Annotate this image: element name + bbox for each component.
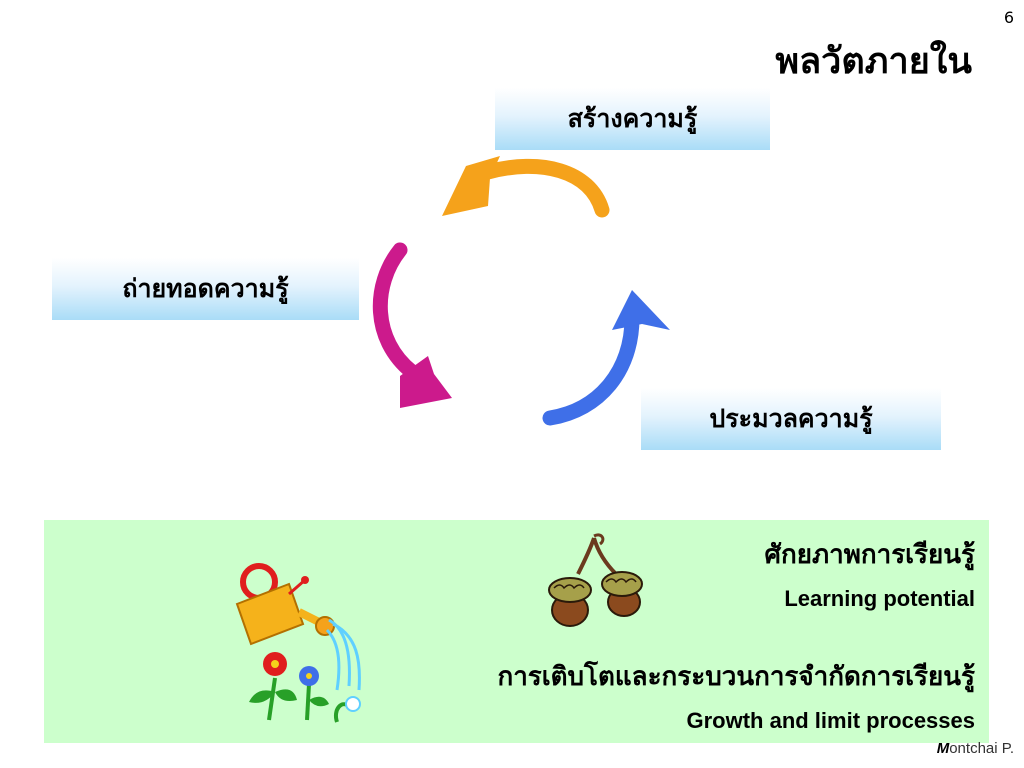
cycle-box-process: ประมวลความรู้ (641, 388, 941, 450)
cycle-label-process: ประมวลความรู้ (709, 404, 873, 433)
info-panel: ศักยภาพการเรียนรู้ Learning potential กา… (44, 520, 989, 743)
cycle-diagram (372, 156, 670, 426)
watering-can-flowers-icon (235, 563, 361, 723)
cycle-label-transfer: ถ่ายทอดความรู้ (122, 274, 289, 303)
page-title: พลวัตภายใน (775, 41, 972, 82)
cycle-label-create: สร้างความรู้ (567, 104, 698, 133)
author-credit: Montchai P. (937, 740, 1014, 757)
slide-number: 6 (1003, 8, 1014, 27)
acorns-icon (548, 533, 643, 627)
learning-potential-thai: ศักยภาพการเรียนรู้ (764, 540, 976, 570)
learning-potential-english: Learning potential (784, 586, 975, 611)
cycle-box-transfer: ถ่ายทอดความรู้ (52, 258, 359, 320)
arrow-transfer-to-process (372, 242, 452, 408)
author-name-rest: ontchai P. (949, 740, 1014, 757)
cycle-box-create: สร้างความรู้ (495, 88, 770, 150)
arrow-create-to-transfer (442, 156, 610, 218)
growth-thai: การเติบโตและกระบวนการจำกัดการเรียนรู้ (497, 662, 975, 692)
arrow-process-to-create (542, 290, 670, 426)
growth-english: Growth and limit processes (686, 708, 975, 733)
author-initial: M (936, 740, 950, 757)
